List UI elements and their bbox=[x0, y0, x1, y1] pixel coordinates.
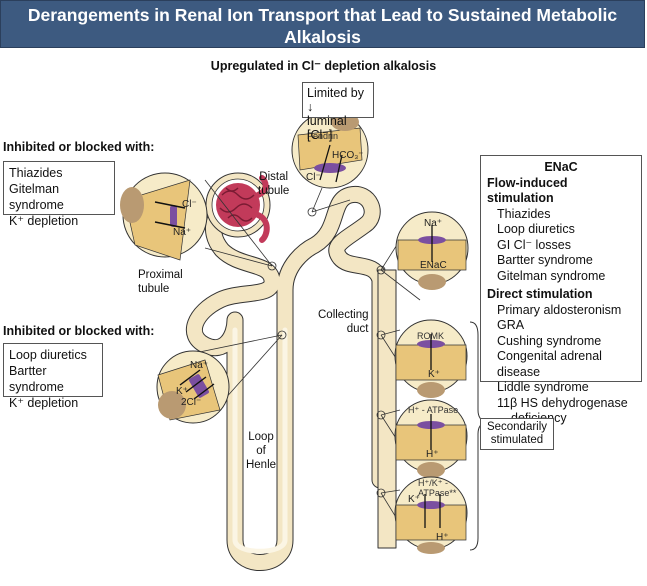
inhibitor-item: Thiazides bbox=[9, 166, 63, 180]
upper-inhibited-box: Thiazides Gitelman syndrome K⁺ depletion bbox=[3, 161, 115, 228]
transporter-label: Pendrin bbox=[307, 131, 338, 141]
ion-label: Cl⁻ bbox=[182, 199, 197, 210]
inhibitor-item: Gitelman syndrome bbox=[9, 182, 64, 212]
distal-tubule-label: Distal tubule bbox=[258, 170, 289, 198]
label-line: Collecting bbox=[318, 309, 369, 321]
ion-label: Na⁺ bbox=[173, 227, 191, 238]
transporter-label: H⁺ - ATPase bbox=[408, 405, 458, 415]
inset-tal-nkcc2: Na⁺ K⁺ 2Cl⁻ bbox=[156, 350, 230, 424]
direct-item: Congenital adrenal disease bbox=[497, 349, 602, 379]
label-line: Henle bbox=[245, 459, 277, 471]
ion-label: 2Cl⁻ bbox=[181, 397, 201, 408]
secondarily-stimulated-box: Secondarily stimulated bbox=[480, 418, 554, 450]
collecting-duct-label: Collecting duct bbox=[318, 308, 369, 336]
ion-label: HCO₃⁻ bbox=[332, 150, 364, 161]
subtitle: Upregulated in Cl⁻ depletion alkalosis bbox=[210, 59, 437, 73]
flow-item: Loop diuretics bbox=[497, 222, 575, 236]
limited-by-box: Limited by ↓ luminal [Cl⁻] bbox=[302, 82, 374, 142]
loop-of-henle-label: Loop of Henle bbox=[243, 430, 279, 472]
lower-inhibited-heading: Inhibited or blocked with: bbox=[3, 324, 155, 338]
inset-romk: ROMK K⁺ bbox=[394, 319, 468, 398]
label-line: Distal bbox=[259, 171, 289, 183]
enac-title: ENaC bbox=[544, 160, 578, 174]
flow-item: Gitelman syndrome bbox=[497, 268, 606, 283]
secondary-line: stimulated bbox=[490, 434, 544, 446]
limited-line-2: luminal [Cl⁻] bbox=[307, 114, 347, 142]
flow-item: Bartter syndrome bbox=[497, 253, 593, 267]
inset-hk-atpase: H⁺/K⁺ - ATPase** K⁺ H⁺ bbox=[394, 476, 468, 554]
transporter-label: H⁺/K⁺ - bbox=[418, 478, 448, 488]
label-line: tubule bbox=[258, 185, 290, 197]
inset-dct-ncc: Cl⁻ Na⁺ bbox=[120, 172, 208, 261]
transporter-label: ROMK bbox=[417, 331, 444, 341]
limited-line-1: Limited by ↓ bbox=[307, 86, 364, 114]
transporter-label: ATPase** bbox=[418, 488, 457, 498]
direct-item: 11β HS dehydrogenase bbox=[497, 395, 628, 410]
nephron-tubule bbox=[185, 185, 397, 571]
inhibitor-item: Loop diuretics bbox=[9, 348, 87, 362]
flow-item: Thiazides bbox=[497, 206, 551, 221]
transporter-label: ENaC bbox=[420, 260, 447, 271]
label-line: Proximal bbox=[138, 269, 183, 281]
figure-title: Derangements in Renal Ion Transport that… bbox=[0, 0, 645, 48]
flow-heading: Flow-induced stimulation bbox=[487, 175, 568, 206]
label-line: Loop bbox=[248, 431, 274, 443]
ion-label: K⁺ bbox=[428, 369, 440, 380]
label-line: tubule bbox=[138, 283, 170, 295]
ion-label: H⁺ bbox=[426, 449, 439, 460]
direct-heading: Direct stimulation bbox=[487, 287, 593, 301]
direct-item: GRA bbox=[497, 318, 525, 332]
title-text: Derangements in Renal Ion Transport that… bbox=[27, 5, 618, 47]
inhibitor-item: K⁺ depletion bbox=[9, 396, 79, 410]
label-line: duct bbox=[346, 323, 369, 335]
ion-label: Na⁺ bbox=[424, 218, 442, 229]
secondary-line: Secondarily bbox=[486, 421, 548, 433]
ion-label: Na⁺ bbox=[190, 360, 208, 371]
ion-label: K⁺ bbox=[176, 386, 188, 397]
inset-pendrin: Pendrin HCO₃⁻ Cl⁻ bbox=[291, 111, 369, 189]
ion-label: Cl⁻ bbox=[306, 172, 321, 183]
inset-h-atpase: H⁺ - ATPase H⁺ bbox=[394, 399, 468, 478]
proximal-tubule-label: Proximal tubule bbox=[138, 268, 183, 296]
inset-enac: Na⁺ ENaC bbox=[395, 211, 469, 290]
label-line: of bbox=[256, 445, 266, 457]
lower-inhibited-box: Loop diuretics Bartter syndrome K⁺ deple… bbox=[3, 343, 103, 410]
flow-item: GI Cl⁻ losses bbox=[497, 237, 571, 252]
direct-item: Cushing syndrome bbox=[497, 333, 602, 348]
direct-item: Liddle syndrome bbox=[497, 380, 589, 394]
inhibitor-item: K⁺ depletion bbox=[9, 214, 79, 228]
glomerulus bbox=[205, 172, 271, 243]
ion-label: H⁺ bbox=[436, 532, 449, 543]
direct-item: Primary aldosteronism bbox=[497, 302, 622, 317]
upper-inhibited-heading: Inhibited or blocked with: bbox=[3, 140, 155, 154]
inhibitor-item: Bartter syndrome bbox=[9, 364, 64, 394]
enac-box: ENaC Flow-induced stimulation Thiazides … bbox=[480, 155, 642, 425]
ion-label: K⁺ bbox=[408, 494, 420, 505]
